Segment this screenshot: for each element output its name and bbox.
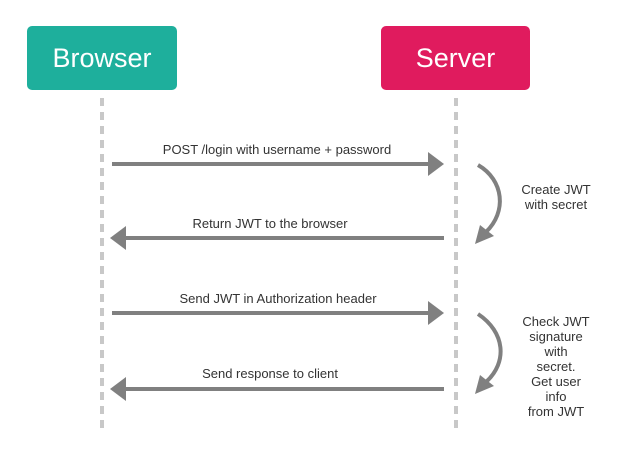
server-actor-label: Server [415,42,496,73]
message-arrow-2 [110,226,444,250]
browser-actor-label: Browser [52,42,152,73]
server-actor: Server [381,26,530,90]
message-arrow-1 [112,152,444,176]
message-label-1: POST /login with username + password [162,142,392,157]
message-arrow-3 [112,301,444,325]
server-note-create-jwt: Create JWT with secret [521,182,591,212]
message-label-2: Return JWT to the browser [192,216,348,231]
browser-actor: Browser [27,26,177,90]
message-arrow-4 [110,377,444,401]
create-jwt-curve-arrow [475,163,502,244]
message-label-3: Send JWT in Authorization header [179,291,377,306]
check-jwt-curve-arrow [475,312,503,394]
server-note-check-jwt: Check JWT signature with secret. Get use… [522,314,590,419]
message-label-4: Send response to client [202,366,338,381]
